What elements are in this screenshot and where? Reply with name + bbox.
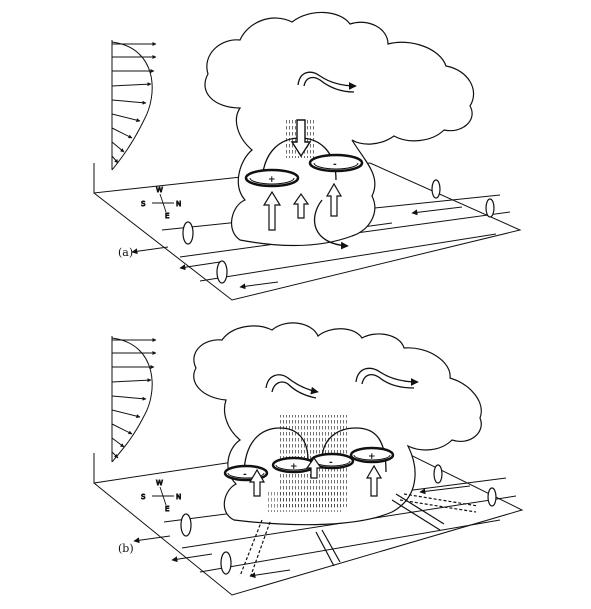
vortex-ring-left: + (244, 168, 300, 188)
compass-west: W (156, 186, 163, 194)
rotation-sign: + (268, 175, 276, 185)
compass-east: E (165, 505, 169, 513)
updraft-arrow-icon (262, 182, 343, 231)
downdraft-arrow-icon (290, 119, 312, 158)
updraft-arrow-icon (248, 456, 383, 497)
panel-label: (a) (118, 246, 133, 259)
rotation-sign: - (333, 160, 337, 170)
wind-profile-icon (111, 40, 157, 171)
cloud (204, 11, 475, 247)
vortex-tube-icon (182, 179, 495, 284)
vortex-tube-icon (180, 464, 497, 575)
panel-b: - + - + (93, 322, 524, 596)
cloud-outflow-arrow-icon (297, 71, 357, 93)
rotation-sign: - (329, 458, 333, 468)
compass-icon: S N W E (141, 479, 182, 514)
compass-east: E (165, 212, 169, 220)
rotation-sign: + (290, 462, 298, 472)
compass-icon: S N W E (141, 186, 182, 221)
vortex-ring-right: - (308, 153, 364, 173)
vortex-ring-right-outer: + (349, 446, 395, 464)
compass-west: W (156, 479, 163, 487)
wind-profile-icon (111, 336, 157, 463)
rotation-sign: - (243, 470, 247, 480)
cloud-outflow-arrow-icon (265, 367, 419, 399)
inflow-tubes (239, 493, 479, 579)
compass-north: N (176, 493, 181, 501)
compass-south: S (141, 200, 146, 208)
panel-label: (b) (118, 542, 134, 555)
vortex-ring-right-inner: - (309, 452, 355, 470)
panel-a: + - S N W E (a) (93, 11, 522, 301)
compass-south: S (141, 493, 146, 501)
compass-north: N (176, 200, 181, 208)
outflow-shading (268, 490, 342, 512)
rotation-sign: + (368, 452, 376, 462)
